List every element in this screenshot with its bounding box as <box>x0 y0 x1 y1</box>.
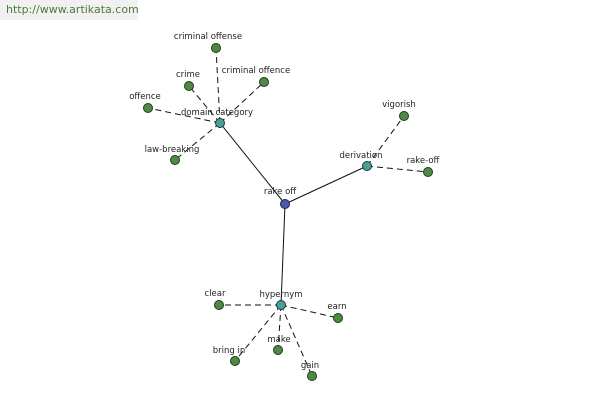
word-label-gain: gain <box>301 361 319 371</box>
word-node-offence[interactable] <box>143 103 153 113</box>
word-node-clear[interactable] <box>214 300 224 310</box>
word-label-make: make <box>267 335 290 345</box>
edge-derivation-vigorish <box>366 115 405 167</box>
word-node-gain[interactable] <box>307 371 317 381</box>
relation-node-derivation[interactable] <box>362 161 372 171</box>
word-label-criminal-offence: criminal offence <box>222 66 290 76</box>
edge-domain-category-criminal-offence <box>219 81 265 124</box>
word-node-vigorish[interactable] <box>399 111 409 121</box>
word-node-make[interactable] <box>273 345 283 355</box>
labels-layer: rake off domain category criminal offense c… <box>129 32 440 371</box>
source-url-link[interactable]: http://www.artikata.com <box>6 3 139 16</box>
nodes-layer <box>143 43 433 381</box>
edge-hypernym-gain <box>280 304 313 377</box>
edges-layer <box>147 47 429 377</box>
word-label-vigorish: vigorish <box>382 100 416 110</box>
word-label-crime: crime <box>176 70 200 80</box>
relation-node-hypernym[interactable] <box>276 300 286 310</box>
word-node-rake-off[interactable] <box>423 167 433 177</box>
edge-root-domain-category <box>219 122 286 205</box>
edge-domain-category-criminal-offense <box>215 47 221 124</box>
word-label-rake-off: rake-off <box>407 156 441 166</box>
edge-domain-category-offence <box>147 107 221 124</box>
word-node-crime[interactable] <box>184 81 194 91</box>
word-label-offence: offence <box>129 92 161 102</box>
edge-hypernym-make <box>277 304 282 351</box>
root-label-rake-off: rake off <box>264 187 297 197</box>
word-label-bring-in: bring in <box>213 346 246 356</box>
word-node-bring-in[interactable] <box>230 356 240 366</box>
edge-hypernym-bring-in <box>234 304 282 362</box>
word-label-earn: earn <box>327 302 346 312</box>
word-label-law-breaking: law-breaking <box>145 145 200 155</box>
edge-root-derivation <box>284 165 368 205</box>
edge-domain-category-crime <box>188 85 221 124</box>
relation-label-hypernym: hypernym <box>259 290 302 300</box>
relation-label-derivation: derivation <box>339 151 382 161</box>
source-banner: http://www.artikata.com <box>0 0 139 20</box>
relation-node-domain-category[interactable] <box>215 118 225 128</box>
root-node-rake-off[interactable] <box>280 199 290 209</box>
word-node-criminal-offense[interactable] <box>211 43 221 53</box>
word-node-law-breaking[interactable] <box>170 155 180 165</box>
word-label-clear: clear <box>205 289 226 299</box>
edge-root-hypernym <box>280 203 286 306</box>
word-node-earn[interactable] <box>333 313 343 323</box>
word-label-criminal-offense: criminal offense <box>174 32 242 42</box>
relation-label-domain-category: domain category <box>181 108 253 118</box>
word-node-criminal-offence[interactable] <box>259 77 269 87</box>
edge-derivation-rake-off <box>366 165 429 173</box>
